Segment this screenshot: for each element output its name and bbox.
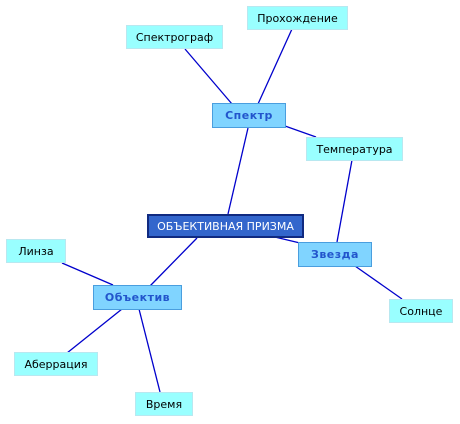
leaf-node-solnce[interactable]: Солнце <box>389 299 453 323</box>
leaf-label-solnce: Солнце <box>399 304 443 318</box>
leaf-label-linza: Линза <box>18 244 54 258</box>
leaf-node-temperatura[interactable]: Температура <box>306 137 403 161</box>
edge-center-spektr <box>227 127 249 215</box>
edge-temperatura-zvezda <box>336 159 353 243</box>
edge-zvezda-solnce <box>354 265 403 300</box>
edge-spektr-temperatura <box>284 125 317 138</box>
leaf-node-prohozhdenie[interactable]: Прохождение <box>247 6 348 30</box>
edge-obektiv-vremya <box>138 308 161 393</box>
topic-label-zvezda: Звезда <box>311 248 359 261</box>
leaf-node-spektrograf[interactable]: Спектрограф <box>126 25 223 49</box>
edge-spektr-prohozhdenie <box>257 28 293 105</box>
leaf-label-spektrograf: Спектрограф <box>135 30 214 44</box>
leaf-label-temperatura: Температура <box>316 142 393 156</box>
central-topic-label: ОБЪЕКТИВНАЯ ПРИЗМА <box>157 219 294 233</box>
leaf-node-linza[interactable]: Линза <box>6 239 66 263</box>
leaf-label-vremya: Время <box>145 397 183 411</box>
edge-obektiv-aberraciya <box>66 308 123 354</box>
edge-linza-obektiv <box>61 262 114 286</box>
leaf-label-aberraciya: Аберрация <box>24 357 88 371</box>
topic-node-spektr[interactable]: Спектр <box>212 103 286 128</box>
topic-label-spektr: Спектр <box>225 109 273 122</box>
central-topic-node[interactable]: ОБЪЕКТИВНАЯ ПРИЗМА <box>147 214 304 238</box>
leaf-node-aberraciya[interactable]: Аберрация <box>14 352 98 376</box>
topic-node-obektiv[interactable]: Объектив <box>93 285 182 310</box>
edge-center-obektiv <box>149 237 198 287</box>
leaf-label-prohozhdenie: Прохождение <box>257 11 338 25</box>
leaf-node-vremya[interactable]: Время <box>135 392 193 416</box>
edge-spektr-spektrograf <box>184 48 233 105</box>
topic-node-zvezda[interactable]: Звезда <box>298 242 372 267</box>
topic-label-obektiv: Объектив <box>104 291 171 304</box>
